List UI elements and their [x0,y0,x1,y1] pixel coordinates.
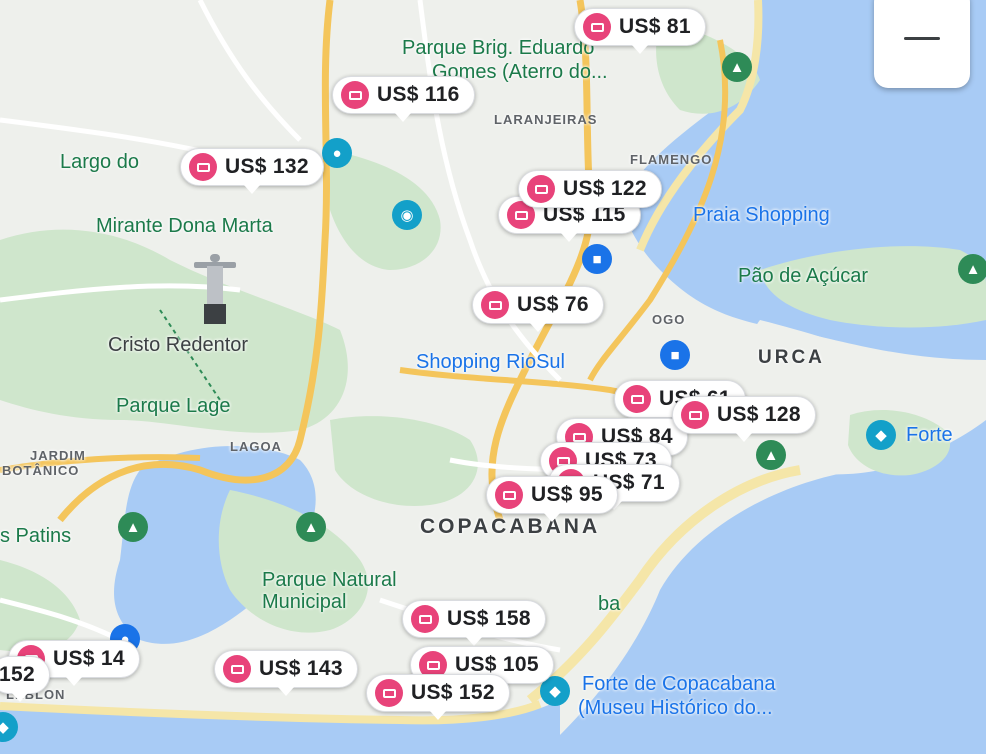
hotel-price-pin[interactable]: US$ 95 [486,476,618,522]
label-mirante-dona-marta: Mirante Dona Marta [96,215,273,237]
label-ba: ba [598,593,621,615]
label-forte-de-copacabana: Forte de Copacabana [582,673,776,695]
label-laranjeiras: LARANJEIRAS [494,112,598,127]
road-minor-2 [417,0,562,382]
road-minor-7 [0,597,122,643]
label-flamengo: FLAMENGO [630,152,713,167]
park-west [0,560,80,652]
label-praia-shopping: Praia Shopping [693,204,830,226]
camera-icon[interactable]: ◉ [392,200,422,230]
bed-icon [481,291,509,319]
park-icon[interactable]: ▲ [756,440,786,470]
hotel-price-pin[interactable]: US$ 158 [402,600,546,646]
park-dona-marta [330,150,441,270]
price-label: US$ 152 [411,681,495,704]
road-main-4 [0,454,201,473]
label-cristo-redentor: Cristo Redentor [108,334,249,356]
label-botanico: BOTÂNICO [2,463,80,478]
label-patins: s Patins [0,525,72,547]
minus-icon [904,36,940,40]
label-copacabana: COPACABANA [420,515,601,538]
label-municipal: Municipal [262,591,347,613]
price-label: US$ 128 [717,403,801,426]
label-largo-do: Largo do [60,151,139,173]
price-label: US$ 116 [377,83,460,106]
shopping-bag-icon[interactable]: ■ [660,340,690,370]
park-icon[interactable]: ▲ [722,52,752,82]
bed-icon [189,153,217,181]
label-museu-historico: (Museu Histórico do... [578,697,773,719]
label-botafogo: OGO [652,312,686,327]
hotel-price-pin[interactable]: 152 [0,656,50,702]
park-pao-de-acucar [760,246,986,328]
label-lagoa: LAGOA [230,439,282,454]
price-label: US$ 158 [447,607,531,630]
park-copa-hill [330,416,478,506]
price-label: 152 [0,663,35,686]
landmark-icon[interactable]: ◆ [866,420,896,450]
label-jardim: JARDIM [30,448,86,463]
price-label: US$ 132 [225,155,309,178]
bed-icon [527,175,555,203]
label-parque-brig: Parque Brig. Eduardo [402,37,595,59]
bed-icon [623,385,651,413]
label-gomes: Gomes (Aterro do... [432,61,608,83]
price-label: US$ 105 [455,653,539,676]
bed-icon [341,81,369,109]
park-natural [218,490,369,633]
hotel-price-pin[interactable]: US$ 128 [672,396,816,442]
hotel-price-pin[interactable]: US$ 116 [332,76,475,122]
ipanema-beach [0,700,542,725]
price-label: US$ 95 [531,483,603,506]
shopping-bag-icon[interactable]: ■ [582,244,612,274]
hotel-price-pin[interactable]: US$ 152 [366,674,510,720]
label-urca: URCA [758,347,825,368]
price-label: US$ 76 [517,293,589,316]
bed-icon [507,201,535,229]
label-parque-lage: Parque Lage [116,395,231,417]
park-icon[interactable]: ▲ [118,512,148,542]
label-pao-de-acucar: Pão de Açúcar [738,265,869,287]
road-main-2 [488,0,594,522]
price-label: US$ 122 [563,177,647,200]
lagoa-lake [114,446,316,644]
bed-icon [223,655,251,683]
park-icon[interactable]: ▲ [296,512,326,542]
bed-icon [495,481,523,509]
road-minor-3 [197,0,302,142]
road-main-5 [587,39,729,382]
bed-icon [681,401,709,429]
hotel-price-pin[interactable]: US$ 81 [574,8,706,54]
park-icon[interactable]: ▲ [958,254,986,284]
price-label: US$ 14 [53,647,125,670]
bed-icon [583,13,611,41]
hotel-price-pin[interactable]: US$ 143 [214,650,358,696]
price-label: US$ 81 [619,15,691,38]
zoom-out-button[interactable] [874,0,970,88]
label-shopping-riosul: Shopping RioSul [416,351,565,373]
cristo-redentor-icon [194,254,236,324]
label-forte: Forte [906,424,953,446]
copacabana-beach [526,465,801,704]
landmark-icon[interactable]: ◆ [0,712,18,742]
bed-icon [411,605,439,633]
hotel-price-pin[interactable]: US$ 122 [518,170,662,216]
trail-cristo [159,309,221,401]
label-parque-natural: Parque Natural [262,569,397,591]
hotel-price-pin[interactable]: US$ 76 [472,286,604,332]
attraction-icon[interactable]: ● [322,138,352,168]
price-label: US$ 143 [259,657,343,680]
flamengo-beach [636,0,763,252]
hotel-price-pin[interactable]: US$ 132 [180,148,324,194]
bed-icon [375,679,403,707]
